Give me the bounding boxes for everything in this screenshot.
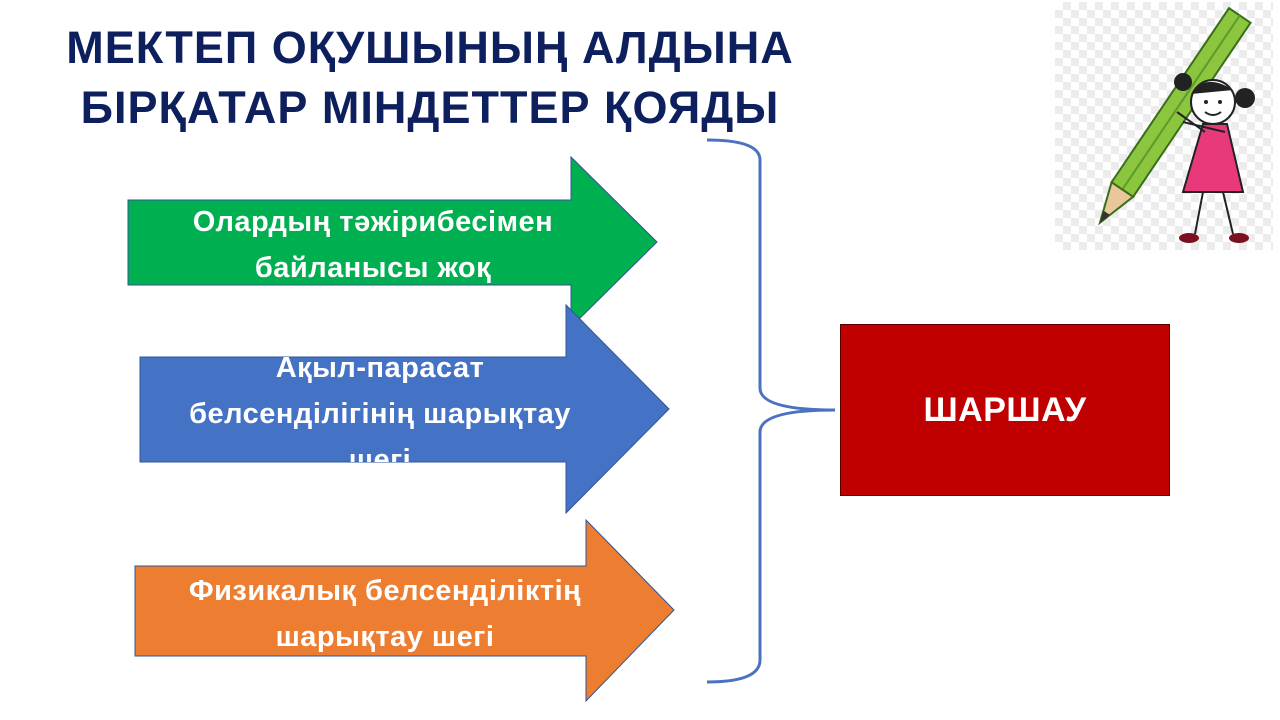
arrow-shape bbox=[127, 155, 658, 329]
arrow-line-2: шарықтау шегі bbox=[275, 621, 495, 653]
arrow-line-2: белсенділігінің шарықтау bbox=[189, 398, 571, 430]
arrow-line-2: байланысы жоқ bbox=[254, 252, 492, 284]
arrow-text: Физикалық белсенділіктің шарықтау шегі bbox=[135, 568, 635, 660]
girl-with-pencil-icon bbox=[1055, 2, 1273, 250]
result-box-fatigue: ШАРШАУ bbox=[840, 324, 1170, 496]
result-label: ШАРШАУ bbox=[923, 390, 1087, 429]
arrow-shape bbox=[134, 518, 675, 703]
arrow-shape bbox=[139, 303, 670, 515]
illustration-drawing bbox=[1098, 6, 1255, 243]
arrow-line-1: Ақыл-парасат bbox=[275, 352, 485, 384]
title-line-2: БІРҚАТАР МІНДЕТТЕР ҚОЯДЫ bbox=[80, 82, 780, 133]
arrow-line-1: Олардың тәжірибесімен bbox=[192, 206, 554, 238]
arrow-mental-activity: Ақыл-парасат белсенділігінің шарықтау ше… bbox=[139, 303, 670, 515]
arrow-physical-activity: Физикалық белсенділіктің шарықтау шегі bbox=[134, 518, 675, 703]
arrow-text: Ақыл-парасат белсенділігінің шарықтау ше… bbox=[140, 345, 620, 462]
arrow-experience: Олардың тәжірибесімен байланысы жоқ bbox=[127, 155, 658, 329]
slide-title: МЕКТЕП ОҚУШЫНЫҢ АЛДЫНА БІРҚАТАР МІНДЕТТЕ… bbox=[30, 18, 830, 138]
right-brace bbox=[706, 138, 836, 684]
arrow-line-3: шегі bbox=[348, 444, 412, 462]
arrow-line-1: Физикалық белсенділіктің bbox=[188, 575, 582, 607]
arrow-text: Олардың тәжірибесімен байланысы жоқ bbox=[128, 199, 618, 291]
title-line-1: МЕКТЕП ОҚУШЫНЫҢ АЛДЫНА bbox=[66, 22, 794, 73]
